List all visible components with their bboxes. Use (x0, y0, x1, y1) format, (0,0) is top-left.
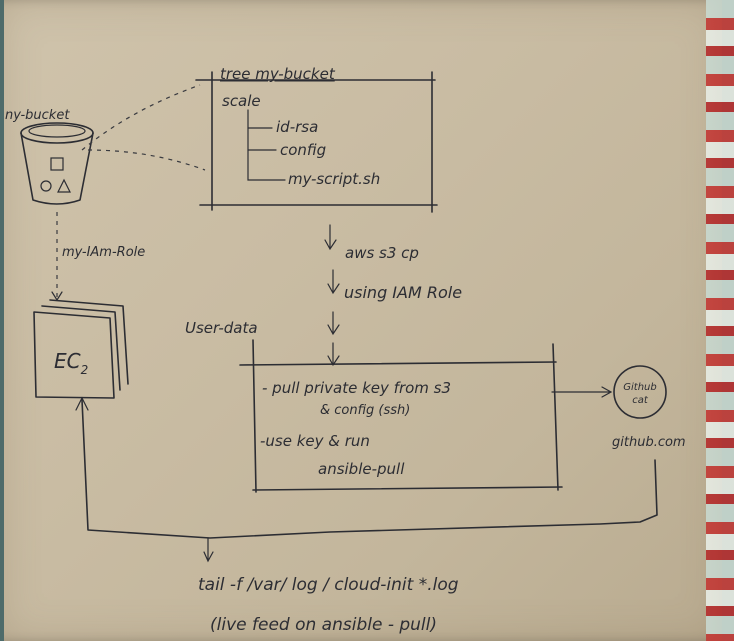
step-ansible-pull: ansible-pull (318, 460, 405, 478)
userdata-box (239, 339, 563, 493)
tail-command: tail -f /var/ log / cloud-init *.log (198, 575, 459, 595)
ec2-label: EC2 (54, 349, 88, 377)
frame-edge (0, 0, 4, 641)
bucket-to-tree-link-2 (87, 149, 206, 171)
tree-item-script: my-script.sh (288, 170, 380, 188)
feedback-loop (81, 399, 658, 539)
step-config: & config (ssh) (320, 403, 410, 418)
arrow-to-github (551, 386, 613, 398)
tree-header: tree my-bucket (220, 65, 336, 83)
tree-item-id-rsa: id-rsa (276, 118, 318, 136)
step-use-key: -use key & run (260, 432, 370, 450)
tree-item-config: config (280, 141, 326, 159)
iam-role-label: my-IAm-Role (62, 245, 145, 260)
background-strip (706, 0, 734, 641)
arrow-down-1 (324, 224, 337, 251)
arrow-down-4 (327, 342, 340, 367)
svg-text:cat: cat (632, 395, 649, 406)
userdata-label: User-data (185, 319, 258, 337)
tail-connector (203, 537, 214, 563)
step-pull-key: - pull private key from s3 (262, 379, 451, 397)
github-icon: Github cat (613, 365, 667, 419)
tree-root: scale (222, 92, 261, 110)
ec2-instance (33, 299, 129, 399)
tail-caption: (live feed on ansible - pull) (210, 615, 437, 635)
s3-bucket (20, 122, 94, 205)
tree-box (195, 71, 438, 213)
bucket-label: ny-bucket (5, 108, 70, 123)
github-label: github.com (612, 435, 686, 450)
copy-command: aws s3 cp (345, 244, 419, 262)
copy-using-role: using IAM Role (344, 283, 462, 302)
arrow-down-2 (327, 269, 340, 295)
arrow-down-3 (327, 311, 340, 336)
bucket-to-tree-link (81, 84, 201, 151)
svg-text:Github: Github (623, 382, 656, 393)
